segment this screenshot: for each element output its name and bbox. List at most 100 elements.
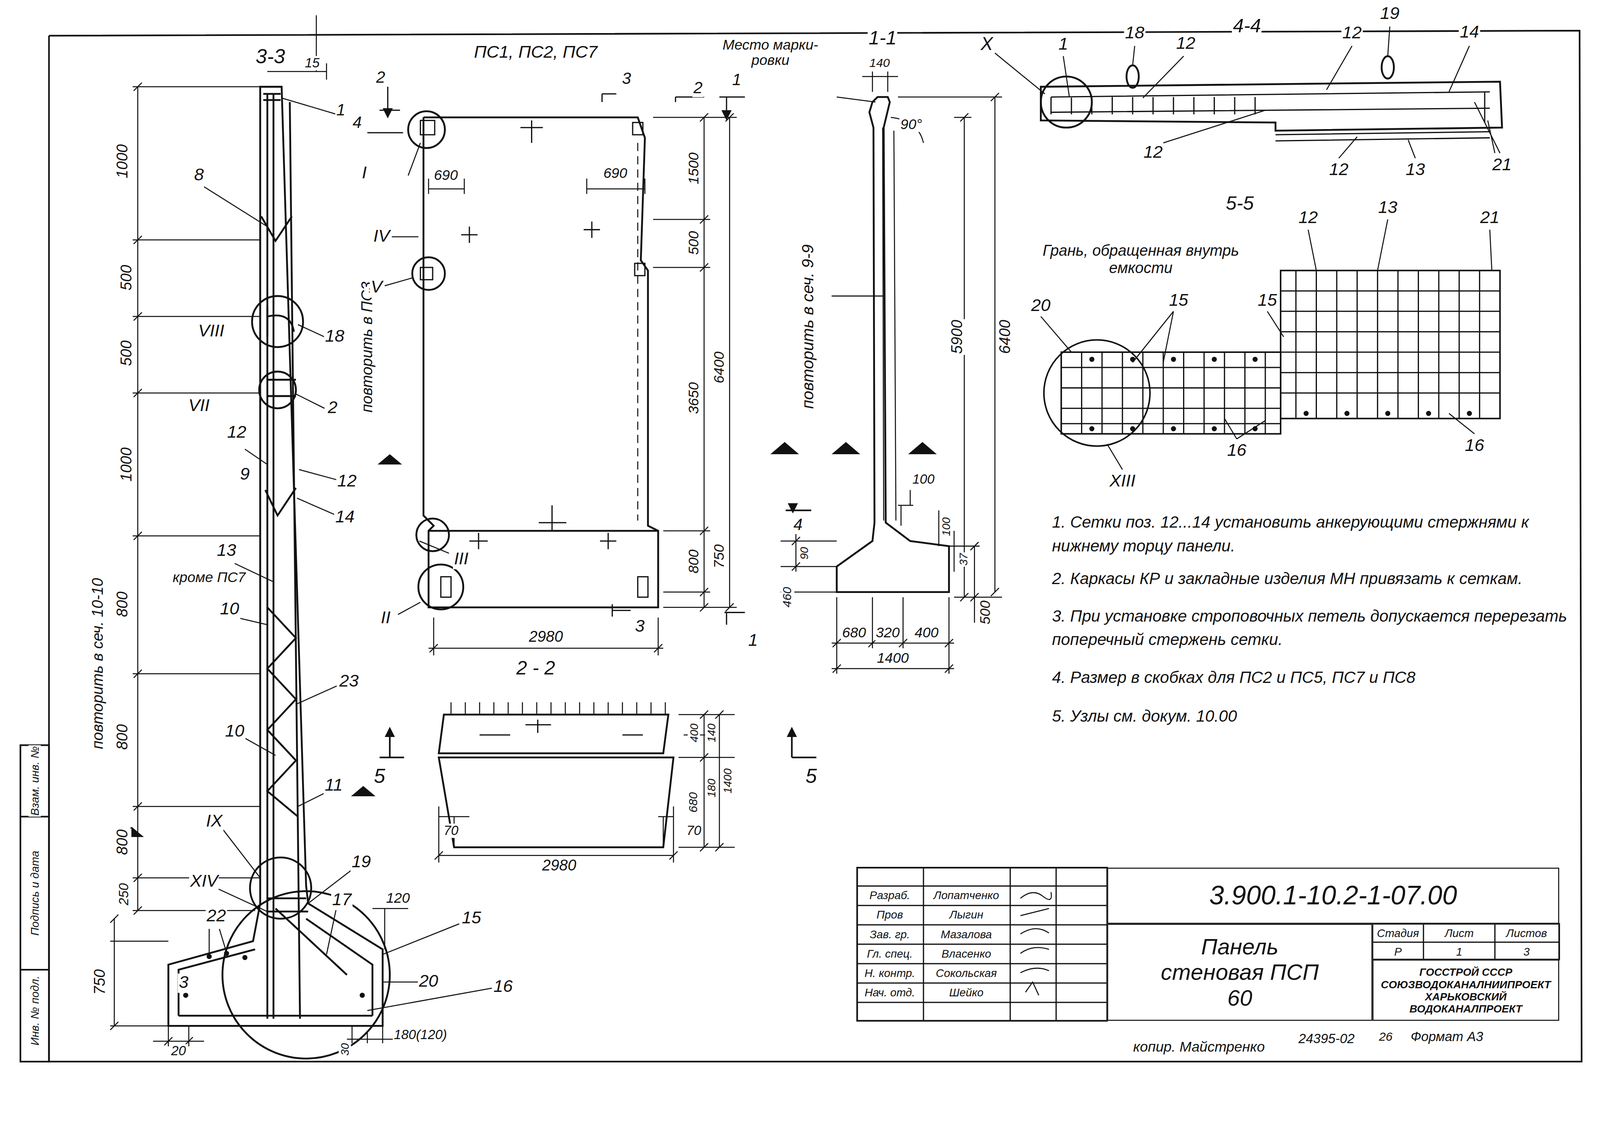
callout-number: 11 — [323, 776, 344, 796]
dimension-label: 1400 — [721, 766, 734, 794]
panel-elevation-stroke — [634, 263, 645, 276]
section-title: 3-3 — [254, 44, 287, 68]
section-3-3-stroke — [168, 86, 383, 1026]
panel-elevation-stroke — [419, 540, 449, 553]
callout-number: II — [379, 608, 392, 628]
dimension-lines-elevation-stroke — [428, 617, 664, 656]
level-marks-stroke — [908, 441, 937, 455]
section-3-3-stroke — [261, 216, 292, 241]
callout-number: 2 — [326, 398, 339, 418]
callout-number: 1 — [731, 70, 743, 89]
dimension-label: 750 — [711, 543, 728, 569]
title-block-cell: Панель стеновая ПСП 60 — [1107, 923, 1373, 1021]
dimension-label: 20 — [170, 1043, 188, 1059]
callout-number: 12 — [1142, 143, 1164, 163]
section-4-4-stroke — [1040, 76, 1092, 128]
dimension-lines-elevation-stroke — [700, 113, 734, 612]
section-3-3-stroke — [259, 371, 296, 409]
callout-number: 4 — [792, 515, 804, 534]
dimension-lines-3-3-stroke — [178, 994, 180, 1014]
callout-number: 9 — [239, 464, 251, 484]
section-3-3-stroke — [263, 99, 281, 102]
callout-number: 21 — [1479, 208, 1501, 228]
section-title: 1-1 — [867, 28, 898, 50]
mesh-dots-stroke — [1089, 426, 1095, 432]
dimension-label: 460 — [781, 585, 795, 609]
dimension-lines-3-3-stroke — [113, 918, 115, 1026]
title-block-text: Панель стеновая ПСП 60 — [1148, 932, 1331, 1012]
section-2-2-stroke — [451, 702, 666, 715]
panel-elevation-stroke — [391, 236, 419, 238]
panel-elevation-stroke — [461, 120, 617, 550]
title-block-field: Листов — [1505, 926, 1548, 940]
callout-number: 12 — [1297, 208, 1319, 228]
mesh-dots-stroke — [1130, 356, 1136, 362]
panel-elevation-stroke — [412, 257, 445, 290]
section-1-1-stroke — [910, 489, 955, 572]
callout-number: 4 — [351, 113, 363, 132]
title-block-field: 3 — [1522, 944, 1532, 958]
title-block-field: Н. контр. — [863, 966, 917, 979]
mesh-dots-stroke — [1170, 356, 1177, 362]
level-marks-stroke — [831, 441, 861, 455]
callout-number: 3 — [620, 69, 633, 88]
callout-number: 13 — [1404, 160, 1426, 180]
section-4-4-stroke — [1051, 91, 1490, 141]
section-title: 2 - 2 — [515, 657, 557, 680]
dimension-lines-elevation-stroke — [729, 117, 731, 608]
callout-number: VII — [187, 396, 211, 416]
dimension-lines-3-3-stroke — [133, 82, 142, 915]
callout-number: V — [369, 278, 384, 298]
title-block-field: Взам. инв. № — [28, 744, 42, 817]
section-arrows-stroke — [787, 503, 798, 514]
mesh-dots-stroke — [1089, 356, 1095, 362]
section-1-1-stroke — [831, 596, 955, 674]
title-block-field: Гл. спец. — [865, 946, 914, 960]
dimension-label: 140 — [705, 722, 718, 744]
callout-number: IX — [205, 811, 224, 831]
dimension-label: 500 — [685, 229, 702, 256]
panel-elevation-stroke — [428, 529, 659, 532]
title-block-cell: 3.900.1-10.2-1-07.00 — [1107, 867, 1560, 924]
dimension-label: 400 — [913, 625, 940, 641]
section-2-2 — [379, 702, 817, 863]
section-3-3-stroke — [266, 93, 269, 1019]
dimension-label: 70 — [442, 823, 460, 838]
section-5-5-stroke — [1061, 352, 1281, 434]
dimension-label: 180 — [705, 777, 718, 799]
callout-number: 18 — [324, 327, 346, 346]
callout-number: 3 — [633, 616, 646, 636]
section-3-3-stroke — [267, 306, 294, 337]
annotation-text: Формат А3 — [1409, 1029, 1485, 1044]
section-3-3-stroke — [178, 948, 256, 1015]
dimension-label: 1500 — [685, 151, 702, 186]
callout-number: XIII — [1108, 472, 1137, 492]
title-block-field: Лист — [1443, 926, 1475, 940]
callout-number: 19 — [350, 852, 372, 872]
dimension-label: 500 — [118, 263, 136, 292]
callout-number: III — [452, 549, 470, 569]
section-3-3-stroke — [263, 93, 281, 96]
annotation-text: 24395-02 — [1297, 1031, 1356, 1046]
mesh-dots-stroke — [1170, 426, 1177, 432]
section-1-1-stroke — [836, 96, 949, 592]
callout-number: 20 — [1030, 296, 1052, 316]
level-marks-stroke — [377, 454, 403, 465]
rebar-dots-stroke — [359, 992, 365, 998]
callout-number: 15 — [460, 908, 483, 928]
title-block-field: Лыгин — [948, 908, 985, 921]
dimension-label: 100 — [911, 472, 936, 487]
dimension-lines-elevation-stroke — [653, 117, 738, 608]
callout-number: 18 — [1124, 24, 1146, 44]
callout-number: 13 — [1377, 198, 1399, 218]
callout-number: 1 — [1057, 35, 1069, 55]
rebar-dots — [183, 950, 365, 998]
level-marks-stroke — [770, 441, 800, 455]
callout-number: 16 — [1463, 436, 1486, 456]
dimension-lines-3-3-stroke — [296, 497, 337, 516]
callout-number: 2 — [692, 78, 704, 97]
section-3-3-stroke — [178, 1014, 373, 1017]
dimension-lines-elevation-stroke — [703, 117, 705, 608]
dimension-label: 30 — [338, 1041, 352, 1057]
callout-number: 10 — [224, 722, 246, 742]
